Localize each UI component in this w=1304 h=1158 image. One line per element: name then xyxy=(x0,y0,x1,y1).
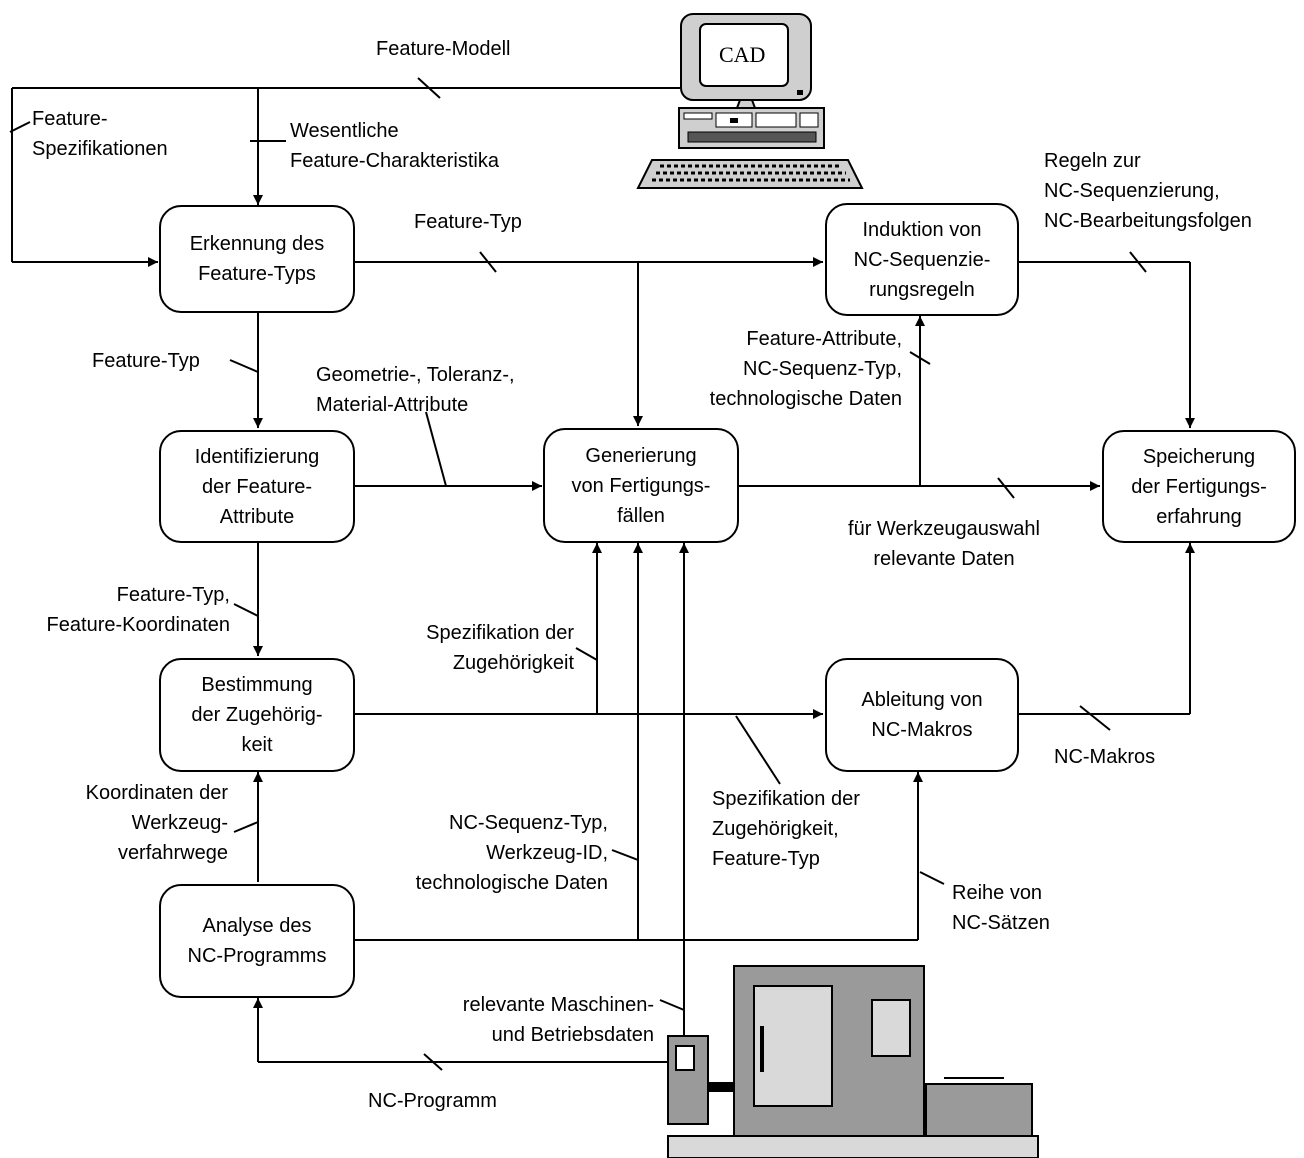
induktion-box: Induktion von NC-Sequenzie- rungsregeln xyxy=(825,203,1019,316)
label-feature-typ-left: Feature-Typ xyxy=(92,350,200,372)
erkennung-box: Erkennung des Feature-Typs xyxy=(159,205,355,313)
generierung-box: Generierung von Fertigungs- fällen xyxy=(543,428,739,543)
label-nc-programm: NC-Programm xyxy=(368,1090,497,1112)
label-spezifikation-feature-typ: Spezifikation der Zugehörigkeit, Feature… xyxy=(712,788,860,870)
label-spezifikation-zugehoerigkeit: Spezifikation der Zugehörigkeit xyxy=(426,622,574,674)
label-feature-typ-top: Feature-Typ xyxy=(414,211,522,233)
label-maschinendaten: relevante Maschinen- und Betriebsdaten xyxy=(462,994,654,1046)
ableitung-box: Ableitung von NC-Makros xyxy=(825,658,1019,772)
label-werkzeugauswahl: für Werkzeugauswahl relevante Daten xyxy=(848,518,1040,570)
label-nc-sequenz-typ: NC-Sequenz-Typ, Werkzeug-ID, technologis… xyxy=(415,812,608,894)
bestimmung-box: Bestimmung der Zugehörig- keit xyxy=(159,658,355,772)
label-feature-attribute: Feature-Attribute, NC-Sequenz-Typ, techn… xyxy=(709,328,902,410)
speicherung-box: Speicherung der Fertigungs- erfahrung xyxy=(1102,430,1296,543)
label-geometrie-attribute: Geometrie-, Toleranz-, Material-Attribut… xyxy=(316,364,515,416)
label-feature-modell: Feature-Modell xyxy=(376,38,511,60)
analyse-box: Analyse des NC-Programms xyxy=(159,884,355,998)
label-wesentliche-charakteristika: Wesentliche Feature-Charakteristika xyxy=(290,120,499,172)
cad-computer-icon xyxy=(636,13,864,189)
label-feature-spezifikationen: Feature- Spezifikationen xyxy=(32,108,168,160)
label-regeln-nc-sequenzierung: Regeln zur NC-Sequenzierung, NC-Bearbeit… xyxy=(1044,150,1252,232)
nc-machine-icon xyxy=(667,965,1039,1158)
identifizierung-box: Identifizierung der Feature- Attribute xyxy=(159,430,355,543)
label-nc-makros: NC-Makros xyxy=(1054,746,1156,768)
label-koordinaten-werkzeug: Koordinaten der Werkzeug- verfahrwege xyxy=(85,782,228,864)
cad-label: CAD xyxy=(719,42,766,67)
label-reihe-nc-saetze: Reihe von NC-Sätzen xyxy=(952,882,1050,934)
label-feature-koordinaten: Feature-Typ, Feature-Koordinaten xyxy=(46,584,230,636)
